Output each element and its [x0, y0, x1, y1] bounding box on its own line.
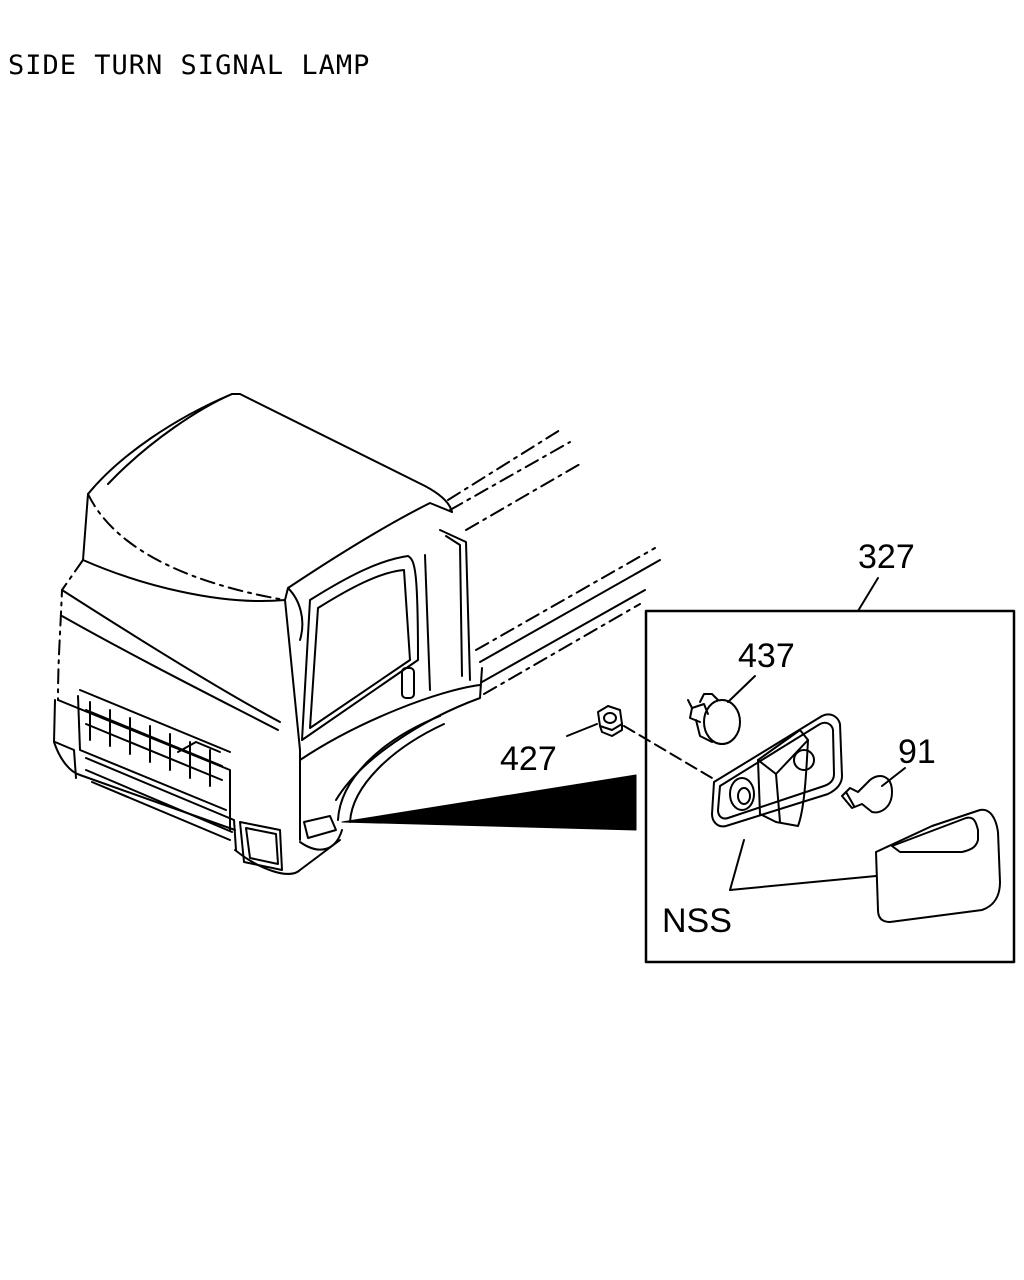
callout-437: 437: [738, 637, 795, 675]
leader-nss-lens: [729, 875, 877, 891]
callout-nss: NSS: [662, 902, 732, 940]
assembly-axis-line: [623, 725, 713, 779]
leader-327: [857, 577, 879, 612]
lens-part: [875, 808, 1001, 923]
detail-frame: [644, 609, 1016, 964]
callout-327: 327: [858, 538, 915, 576]
nut-part: [597, 705, 623, 737]
leader-nss-gasket: [729, 839, 745, 891]
leader-427: [566, 723, 598, 737]
bulb-part: [841, 775, 893, 814]
leader-91: [881, 767, 906, 787]
lamp-housing-part: [711, 713, 843, 828]
page-title: SIDE TURN SIGNAL LAMP: [8, 50, 371, 81]
socket-part: [687, 693, 741, 745]
truck-cab-illustration: [53, 393, 661, 875]
leader-437: [727, 675, 756, 703]
callout-91: 91: [898, 733, 936, 771]
projection-wedge: [341, 774, 637, 831]
callout-427: 427: [500, 740, 557, 778]
